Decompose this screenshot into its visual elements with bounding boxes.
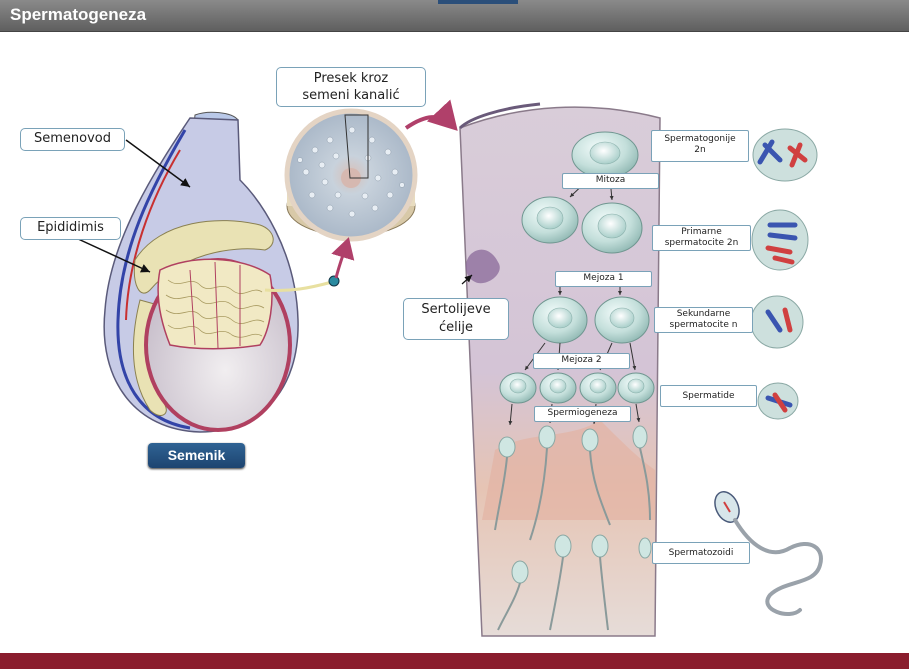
mejoza1-label: Mejoza 1 — [555, 271, 652, 287]
spermatozoon-illustration — [714, 491, 823, 616]
testis-illustration — [75, 111, 340, 433]
tubule-cross-section — [284, 99, 458, 279]
presek-label: Presek kroz semeni kanalić — [276, 67, 426, 107]
mejoza2-label: Mejoza 2 — [533, 353, 630, 369]
spermatogonije-label: Spermatogonije 2n — [651, 130, 749, 162]
spermatozoidi-label: Spermatozoidi — [652, 542, 750, 564]
epididimis-text: Epididimis — [37, 220, 104, 235]
bottom-bar — [0, 653, 909, 669]
sertolijeve-line1: Sertolijeve — [421, 302, 491, 317]
sertolijeve-line2: ćelije — [439, 320, 473, 335]
sertolijeve-label: Sertolijeve ćelije — [403, 298, 509, 340]
page-title: Spermatogeneza — [10, 5, 147, 24]
sekundarne-label: Sekundarne spermatocite n — [654, 307, 753, 333]
presek-line2: semeni kanalić — [302, 88, 400, 103]
tubule-wall-section — [458, 102, 661, 637]
mitoza-label: Mitoza — [562, 173, 659, 189]
semenovod-label: Semenovod — [20, 128, 125, 151]
title-tab-indicator — [438, 0, 518, 4]
semenovod-text: Semenovod — [33, 131, 111, 146]
spermiogeneza-label: Spermiogeneza — [534, 406, 631, 422]
sekundarne-line1: Sekundarne — [676, 309, 731, 319]
chromosome-insets — [750, 128, 818, 420]
sekundarne-line2: spermatocite n — [669, 320, 738, 330]
primarne-label: Primarne spermatocite 2n — [652, 225, 751, 251]
spermatogonije-line2: 2n — [694, 145, 706, 155]
presek-line1: Presek kroz — [313, 71, 389, 86]
epididimis-label: Epididimis — [20, 217, 121, 240]
primarne-line1: Primarne — [681, 227, 722, 237]
semenik-button[interactable]: Semenik — [148, 443, 245, 468]
spermatide-label: Spermatide — [660, 385, 757, 407]
primarne-line2: spermatocite 2n — [664, 238, 739, 248]
spermatogonije-line1: Spermatogonije — [664, 134, 736, 144]
title-bar: Spermatogeneza — [0, 0, 909, 32]
